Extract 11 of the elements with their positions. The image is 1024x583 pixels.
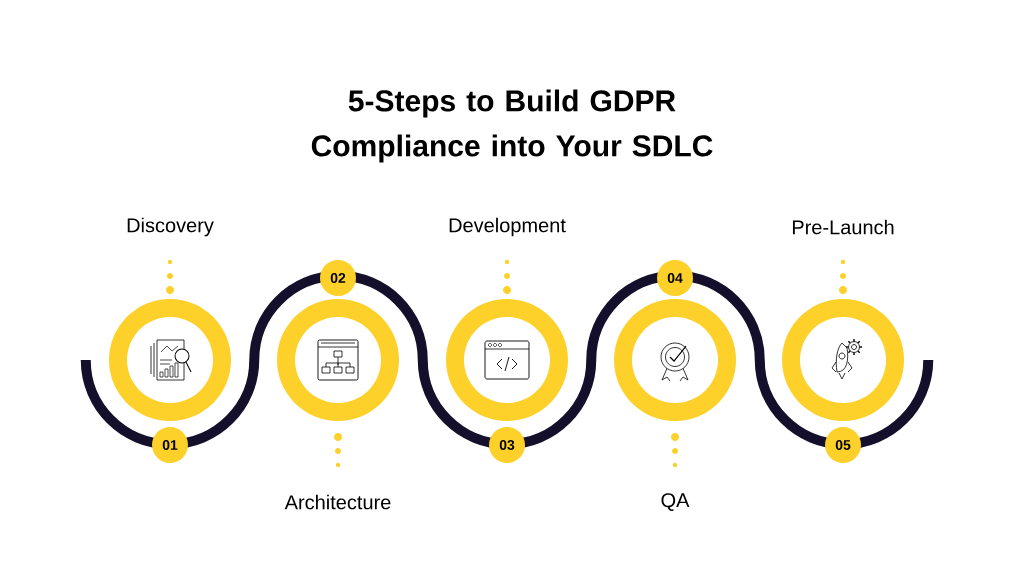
- step-label: Discovery: [127, 217, 214, 237]
- step-label: QA: [661, 493, 690, 511]
- number-badge: 02: [320, 260, 356, 296]
- step-label: Pre-Launch: [792, 219, 894, 235]
- number-badge: 05: [825, 427, 861, 463]
- step-label: Development: [449, 217, 566, 237]
- step-label: Architecture: [284, 494, 391, 510]
- number-badge: 04: [657, 260, 693, 296]
- number-badge: 03: [489, 427, 525, 463]
- number-badge: 01: [152, 427, 188, 463]
- title: 5-Steps to Build GDPR Compliance into Your SDLC: [311, 89, 713, 163]
